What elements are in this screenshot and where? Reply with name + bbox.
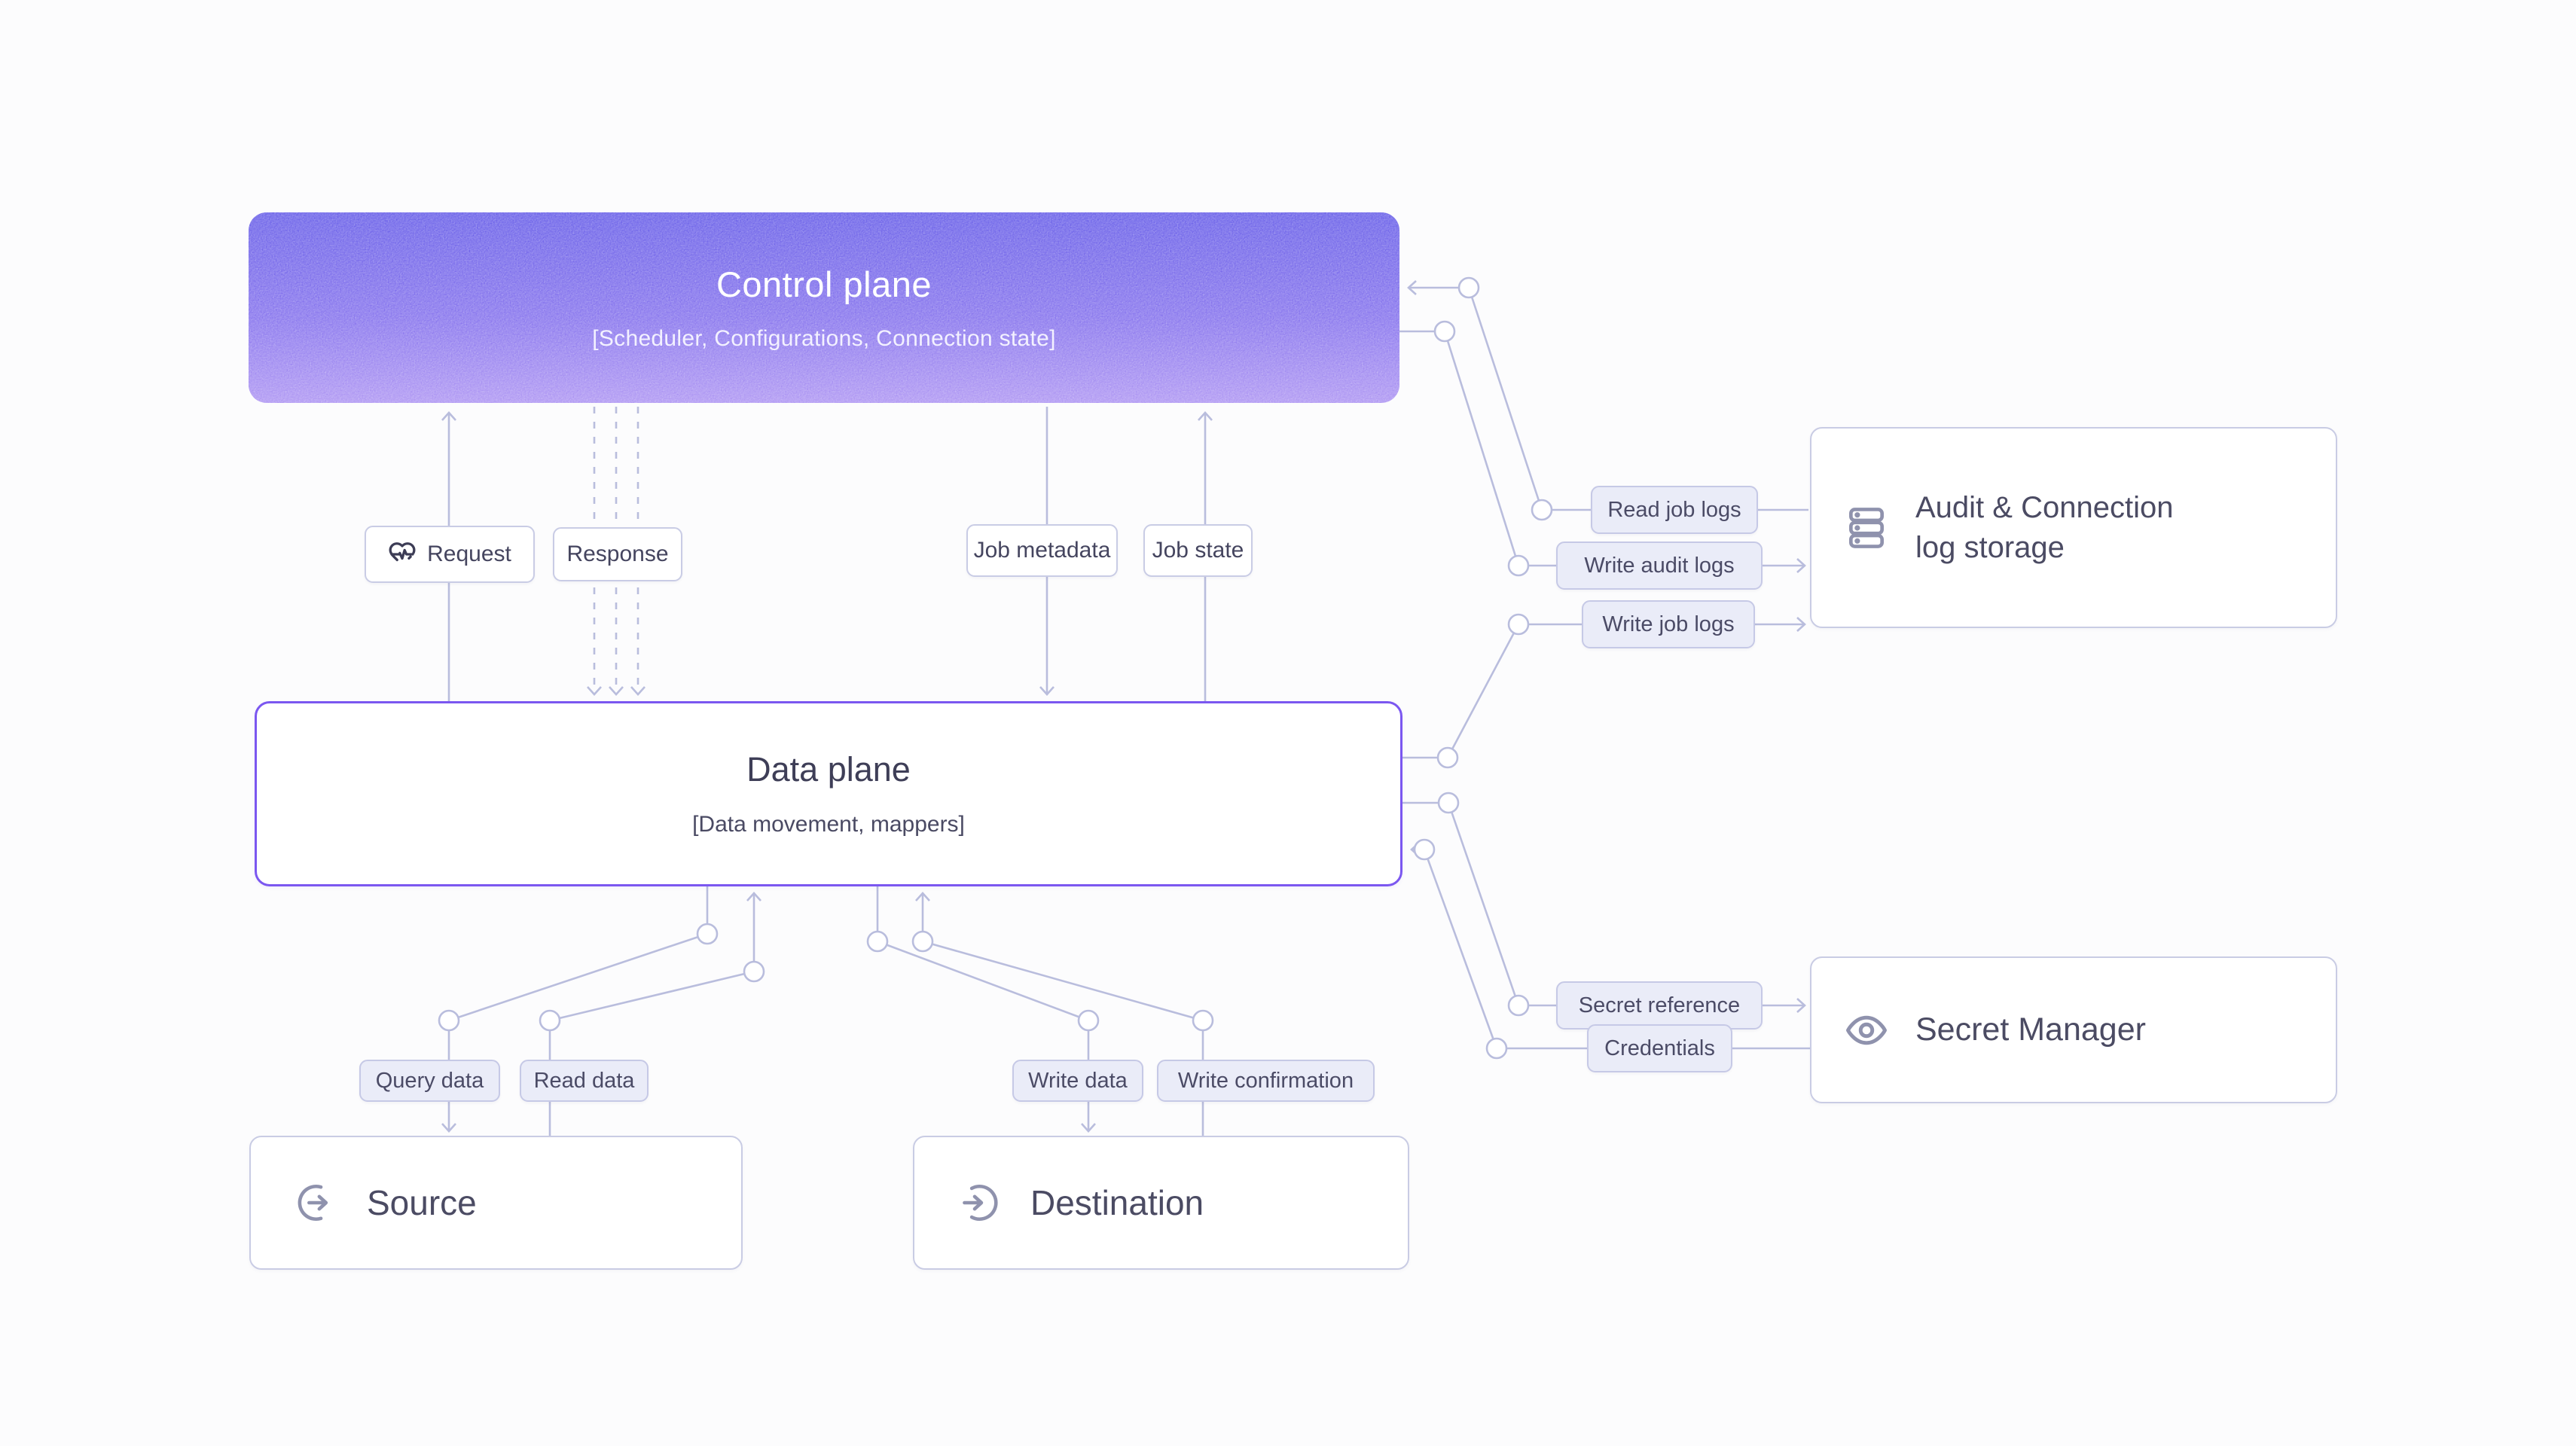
audit-log-storage-title: Audit & Connection log storage [1915,490,2174,564]
database-stack-icon [1843,505,1890,551]
read-data-label: Read data [533,1068,635,1093]
write-data-label-pill: Write data [1012,1060,1143,1102]
write-audit-logs-label-pill: Write audit logs [1556,541,1763,590]
read-job-logs-label-pill: Read job logs [1591,486,1758,534]
connector-secret-reference [1402,801,1806,1013]
credentials-label-pill: Credentials [1587,1024,1732,1072]
response-label-pill: Response [553,527,682,581]
write-job-logs-label-pill: Write job logs [1582,600,1755,648]
connector-junction-dots [438,276,1553,1060]
job-state-label-pill: Job state [1143,524,1253,577]
data-plane-title: Data plane [746,750,911,789]
control-plane-subtitle: [Scheduler, Configurations, Connection s… [592,326,1056,351]
arrow-out-circle-icon [295,1181,338,1225]
eye-icon [1843,1007,1890,1054]
data-plane-box: Data plane [Data movement, mappers] [255,701,1402,886]
secret-manager-title: Secret Manager [1915,1011,2146,1048]
noise-texture [249,212,1399,403]
destination-title: Destination [1030,1183,1204,1222]
write-confirmation-label-pill: Write confirmation [1157,1060,1375,1102]
secret-reference-label: Secret reference [1578,993,1741,1017]
query-data-label: Query data [375,1068,484,1093]
secret-manager-box: Secret Manager [1810,956,2337,1103]
read-job-logs-label: Read job logs [1607,497,1741,522]
heart-pulse-icon [388,540,417,569]
data-plane-subtitle: [Data movement, mappers] [692,812,965,837]
audit-log-storage-box: Audit & Connection log storage [1810,427,2337,628]
source-title: Source [367,1183,477,1222]
credentials-label: Credentials [1604,1036,1715,1060]
request-label: Request [427,541,511,566]
write-audit-logs-label: Write audit logs [1584,553,1735,578]
arrow-in-circle-icon [958,1181,1002,1225]
job-state-label: Job state [1152,538,1244,563]
write-confirmation-label: Write confirmation [1177,1068,1354,1093]
request-label-pill: Request [365,526,535,583]
control-plane-title: Control plane [716,264,932,304]
job-metadata-label: Job metadata [973,538,1111,563]
job-metadata-label-pill: Job metadata [966,524,1118,577]
secret-reference-label-pill: Secret reference [1556,981,1763,1030]
destination-box: Destination [913,1136,1409,1270]
connector-response [587,407,646,696]
read-data-label-pill: Read data [520,1060,649,1102]
response-label: Response [566,541,669,566]
write-job-logs-label: Write job logs [1602,612,1735,636]
control-plane-box: Control plane [Scheduler, Configurations… [249,212,1399,403]
source-box: Source [249,1136,743,1270]
query-data-label-pill: Query data [359,1060,500,1102]
write-data-label: Write data [1028,1068,1128,1093]
connector-read-job-logs [1407,280,1808,511]
